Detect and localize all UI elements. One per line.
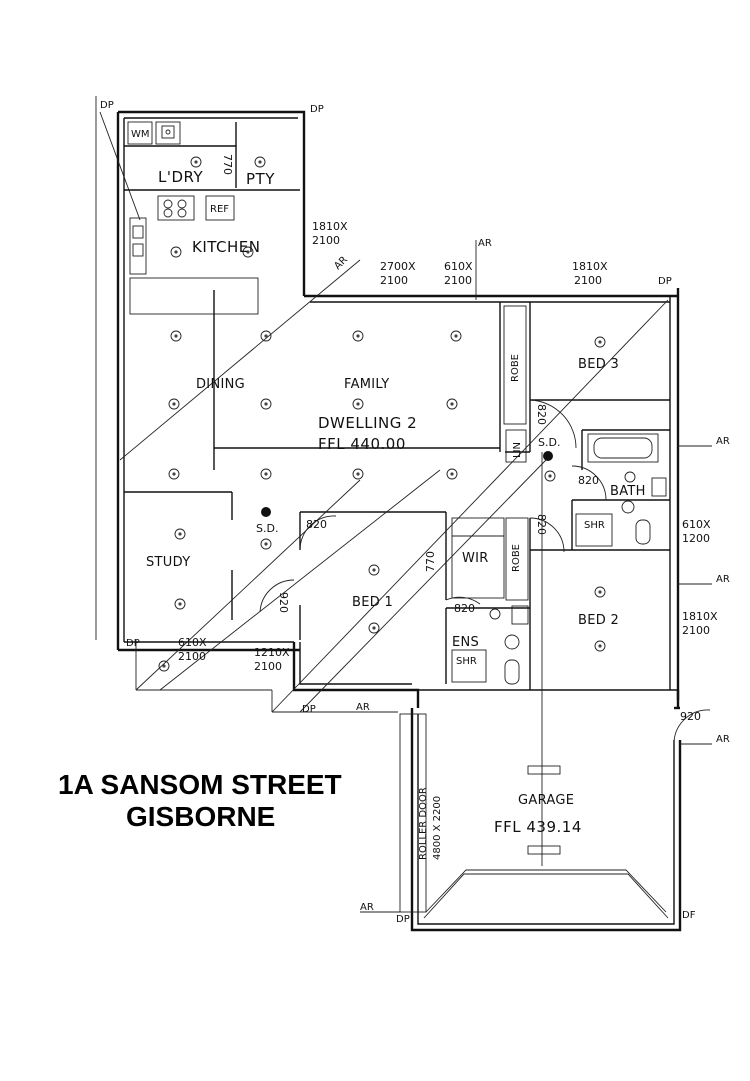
ar-marker-bed1: AR	[356, 702, 370, 713]
dp-marker-garage: DP	[396, 914, 410, 925]
dim-study-window-w: 610X	[178, 636, 207, 649]
dim-study-window-h: 2100	[178, 650, 206, 663]
ar-marker-bed2: AR	[716, 574, 730, 585]
ceiling-lights	[158, 156, 606, 672]
ar-marker-garage-side: AR	[716, 734, 730, 745]
room-garage: GARAGE	[518, 793, 574, 808]
construction-lines	[95, 96, 712, 913]
dim-820-ens: 820	[454, 602, 475, 615]
dim-bed3-window-h: 2100	[574, 274, 602, 287]
dp-marker-top-right: DP	[310, 104, 324, 115]
linen-label: LIN	[512, 442, 523, 458]
ensuite-fixtures	[451, 605, 529, 685]
ar-marker-bath: AR	[716, 436, 730, 447]
dp-marker-top-left: DP	[100, 100, 114, 111]
door-swings	[259, 399, 711, 743]
dim-bath-window-h: 1200	[682, 532, 710, 545]
room-dining: DINING	[196, 377, 245, 392]
df-marker-garage: DF	[682, 910, 696, 921]
walls	[116, 110, 682, 932]
dim-920-garage: 920	[680, 710, 701, 723]
dim-920-study: 920	[277, 592, 290, 613]
room-bed2: BED 2	[578, 613, 619, 628]
dim-kitchen-window-h: 2100	[312, 234, 340, 247]
ref-label: REF	[210, 204, 229, 215]
garage-level: FFL 439.14	[494, 818, 582, 836]
room-ens: ENS	[452, 635, 479, 650]
robes	[503, 305, 529, 601]
address-line-2: GISBORNE	[126, 801, 275, 832]
room-bed1: BED 1	[352, 595, 393, 610]
roller-door-label: ROLLER DOOR	[418, 787, 429, 860]
room-family: FAMILY	[344, 377, 390, 392]
smoke-detectors	[261, 451, 553, 517]
garage-features	[399, 713, 669, 919]
dim-610-top-w: 610X	[444, 260, 473, 273]
room-wir: WIR	[462, 551, 489, 566]
roller-door-size: 4800 X 2200	[432, 796, 443, 860]
dp-marker-bed1: DP	[302, 704, 316, 715]
room-dwelling: DWELLING 2	[318, 414, 417, 432]
robe-label-bed3: ROBE	[510, 354, 521, 382]
dim-bed2-window-h: 2100	[682, 624, 710, 637]
laundry-fixtures	[127, 121, 181, 145]
dim-2700-w: 2700X	[380, 260, 416, 273]
dim-770-top: 770	[221, 154, 234, 175]
ar-marker-garage-front: AR	[360, 902, 374, 913]
room-kitchen: KITCHEN	[192, 238, 261, 256]
robe-label-bed2: ROBE	[511, 544, 522, 572]
dp-marker-study: DP	[126, 638, 140, 649]
shower-label-ens: SHR	[456, 656, 477, 667]
wm-label: WM	[131, 129, 150, 140]
kitchen-bench	[129, 195, 259, 315]
dim-820-bed1: 820	[306, 518, 327, 531]
wir-boxes	[451, 517, 505, 599]
dim-bed3-window-w: 1810X	[572, 260, 608, 273]
smoke-detector-label-study: S.D.	[256, 522, 278, 535]
room-pantry: PTY	[246, 170, 275, 188]
dim-770-wir: 770	[424, 551, 437, 572]
ar-marker-top: AR	[478, 238, 492, 249]
room-bath: BATH	[610, 484, 646, 499]
dp-marker-bed3: DP	[658, 276, 672, 287]
dim-820-bath: 820	[578, 474, 599, 487]
dim-2700-h: 2100	[380, 274, 408, 287]
bath-fixtures	[575, 433, 667, 547]
room-bed3: BED 3	[578, 357, 619, 372]
dim-1210-h: 2100	[254, 660, 282, 673]
address-line-1: 1A SANSOM STREET	[58, 769, 342, 800]
dim-1210-w: 1210X	[254, 646, 290, 659]
dwelling-level: FFL 440.00	[318, 435, 406, 453]
room-laundry: L'DRY	[158, 168, 203, 186]
room-study: STUDY	[146, 555, 190, 570]
dim-bath-window-w: 610X	[682, 518, 711, 531]
dim-820-lin: 820	[535, 404, 548, 425]
dim-610-top-h: 2100	[444, 274, 472, 287]
dim-bed2-window-w: 1810X	[682, 610, 718, 623]
ar-marker-kitchen: AR	[332, 255, 350, 273]
dim-820-wir: 820	[535, 514, 548, 535]
smoke-detector-label-hall: S.D.	[538, 436, 560, 449]
shower-label-bath: SHR	[584, 520, 605, 531]
dim-kitchen-window-w: 1810X	[312, 220, 348, 233]
